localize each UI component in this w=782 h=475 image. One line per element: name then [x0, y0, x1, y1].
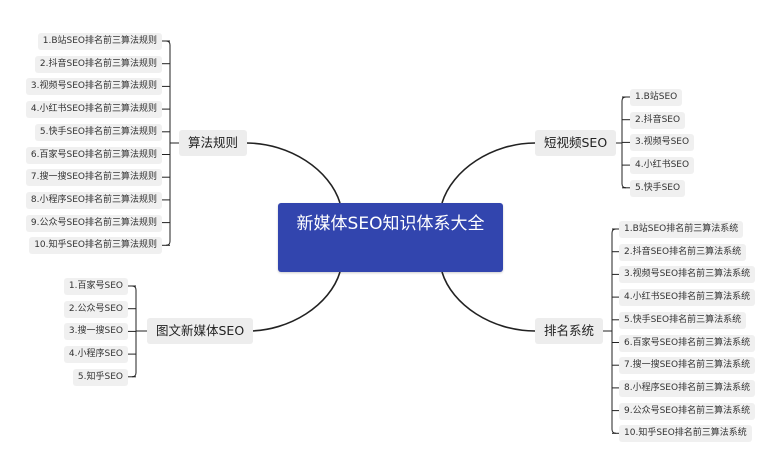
article-leaf-5[interactable]: 5.知乎SEO: [72, 368, 128, 386]
algorithm-leaf-8[interactable]: 8.小程序SEO排名前三算法规则: [25, 191, 162, 209]
ranking-leaf-2[interactable]: 2.抖音SEO排名前三算法系统: [619, 243, 747, 261]
short_video-leaf-2[interactable]: 2.抖音SEO: [630, 111, 686, 129]
ranking-leaf-1[interactable]: 1.B站SEO排名前三算法系统: [619, 221, 744, 238]
article-leaf-3[interactable]: 3.搜一搜SEO: [63, 323, 128, 341]
algorithm-leaf-5[interactable]: 5.快手SEO排名前三算法规则: [34, 123, 162, 141]
algorithm-leaf-6[interactable]: 6.百家号SEO排名前三算法规则: [25, 146, 162, 164]
branch-article-media-seo[interactable]: 图文新媒体SEO: [147, 318, 254, 344]
article-leaf-2[interactable]: 2.公众号SEO: [63, 300, 128, 318]
ranking-leaf-6[interactable]: 6.百家号SEO排名前三算法系统: [619, 334, 756, 352]
central-topic[interactable]: 新媒体SEO知识体系大全: [278, 203, 503, 272]
ranking-leaf-4[interactable]: 4.小红书SEO排名前三算法系统: [619, 289, 756, 307]
algorithm-leaf-7[interactable]: 7.搜一搜SEO排名前三算法规则: [25, 169, 162, 187]
ranking-leaf-8[interactable]: 8.小程序SEO排名前三算法系统: [619, 379, 756, 397]
ranking-leaf-3[interactable]: 3.视频号SEO排名前三算法系统: [619, 266, 756, 284]
short_video-leaf-3[interactable]: 3.视频号SEO: [630, 134, 695, 152]
algorithm-leaf-4[interactable]: 4.小红书SEO排名前三算法规则: [25, 101, 162, 119]
ranking-leaf-7[interactable]: 7.搜一搜SEO排名前三算法系统: [619, 357, 756, 375]
algorithm-leaf-9[interactable]: 9.公众号SEO排名前三算法规则: [25, 214, 162, 232]
article-leaf-1[interactable]: 1.百家号SEO: [63, 278, 128, 295]
short_video-leaf-4[interactable]: 4.小红书SEO: [630, 157, 695, 175]
algorithm-leaf-2[interactable]: 2.抖音SEO排名前三算法规则: [34, 55, 162, 73]
ranking-leaf-5[interactable]: 5.快手SEO排名前三算法系统: [619, 311, 747, 329]
short_video-leaf-5[interactable]: 5.快手SEO: [630, 179, 686, 197]
ranking-leaf-10[interactable]: 10.知乎SEO排名前三算法系统: [619, 425, 752, 443]
branch-algorithm-rules[interactable]: 算法规则: [179, 130, 248, 156]
algorithm-leaf-3[interactable]: 3.视频号SEO排名前三算法规则: [25, 78, 162, 96]
algorithm-leaf-1[interactable]: 1.B站SEO排名前三算法规则: [37, 33, 162, 50]
branch-ranking-system[interactable]: 排名系统: [535, 318, 604, 344]
algorithm-leaf-10[interactable]: 10.知乎SEO排名前三算法规则: [29, 237, 162, 255]
branch-short-video-seo[interactable]: 短视频SEO: [535, 130, 617, 156]
ranking-leaf-9[interactable]: 9.公众号SEO排名前三算法系统: [619, 402, 756, 420]
article-leaf-4[interactable]: 4.小程序SEO: [63, 346, 128, 364]
short_video-leaf-1[interactable]: 1.B站SEO: [630, 89, 683, 106]
